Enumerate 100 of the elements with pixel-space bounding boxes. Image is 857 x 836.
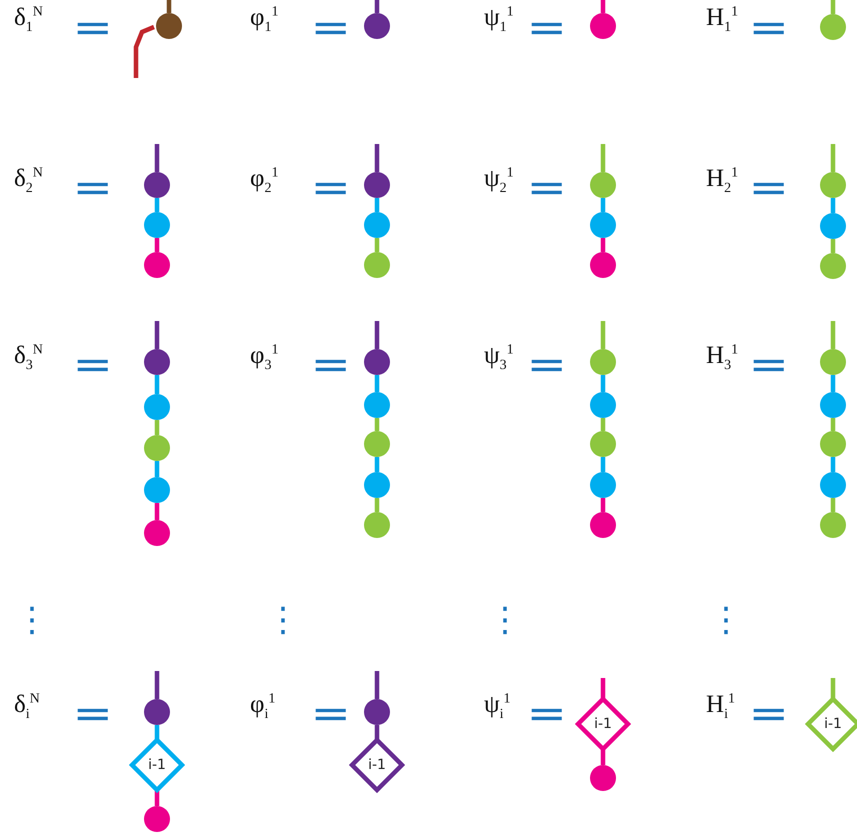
circle-node: [364, 252, 390, 278]
circle-node: [364, 172, 390, 198]
connector-line: [374, 238, 380, 252]
diamond-node: i-1: [575, 696, 631, 752]
connector-line: [374, 0, 380, 13]
connector-line: [600, 750, 606, 765]
circle-node: [590, 472, 616, 498]
circle-node: [364, 349, 390, 375]
circle-node: [820, 172, 846, 198]
circle-node: [364, 431, 390, 457]
connector-line: [600, 678, 606, 698]
equals-sign: =: [748, 8, 789, 48]
connector-line: [154, 321, 160, 349]
equals-sign: =: [72, 694, 113, 734]
connector-line: [830, 144, 836, 172]
equals-sign: =: [72, 168, 113, 208]
equals-sign: =: [310, 8, 351, 48]
circle-node: [144, 699, 170, 725]
connector-line: [830, 198, 836, 213]
circle-node: [820, 14, 846, 40]
connector-line: [154, 144, 160, 172]
circle-node: [590, 172, 616, 198]
circle-node: [820, 392, 846, 418]
circle-node: [364, 699, 390, 725]
circle-node: [590, 392, 616, 418]
connector-line: [154, 238, 160, 252]
connector-line: [600, 144, 606, 172]
connector-line: [600, 321, 606, 349]
circle-node: [144, 520, 170, 546]
circle-node: [820, 512, 846, 538]
equals-sign: =: [748, 168, 789, 208]
circle-node: [144, 477, 170, 503]
vertical-ellipsis: ⋮: [266, 600, 300, 640]
vertical-ellipsis: ⋮: [488, 600, 522, 640]
circle-node: [364, 212, 390, 238]
diamond-node: i-1: [805, 696, 857, 752]
connector-line: [830, 239, 836, 253]
equals-sign: =: [526, 694, 567, 734]
connector-line: [154, 791, 160, 806]
connector-line: [374, 457, 380, 472]
connector-line: [830, 321, 836, 349]
connector-line: [374, 144, 380, 172]
connector-line: [830, 375, 836, 392]
connector-line: [166, 0, 172, 13]
connector-line: [830, 418, 836, 431]
connector-line: [830, 498, 836, 512]
circle-node: [364, 392, 390, 418]
equals-sign: =: [526, 168, 567, 208]
equals-sign: =: [310, 694, 351, 734]
connector-line: [154, 198, 160, 212]
connector-line: [134, 24, 155, 78]
equals-sign: =: [748, 694, 789, 734]
circle-node: [820, 349, 846, 375]
circle-node: [144, 172, 170, 198]
equals-sign: =: [526, 8, 567, 48]
circle-node: [820, 253, 846, 279]
connector-line: [374, 498, 380, 512]
connector-line: [374, 671, 380, 699]
circle-node: [590, 765, 616, 791]
connector-line: [374, 725, 380, 739]
circle-node: [144, 806, 170, 832]
circle-node: [364, 13, 390, 39]
connector-line: [600, 238, 606, 252]
circle-node: [590, 431, 616, 457]
connector-line: [600, 498, 606, 512]
circle-node: [144, 394, 170, 420]
circle-node: [156, 13, 182, 39]
connector-line: [154, 725, 160, 739]
circle-node: [144, 435, 170, 461]
connector-line: [154, 671, 160, 699]
connector-line: [600, 375, 606, 392]
circle-node: [590, 512, 616, 538]
circle-node: [590, 13, 616, 39]
connector-line: [154, 461, 160, 477]
circle-node: [590, 349, 616, 375]
connector-line: [374, 198, 380, 212]
connector-line: [374, 321, 380, 349]
circle-node: [144, 212, 170, 238]
connector-line: [154, 503, 160, 520]
circle-node: [590, 252, 616, 278]
equals-sign: =: [72, 345, 113, 385]
connector-line: [600, 418, 606, 431]
circle-node: [364, 512, 390, 538]
connector-line: [154, 420, 160, 435]
connector-line: [374, 418, 380, 431]
equals-sign: =: [526, 345, 567, 385]
diamond-node: i-1: [349, 737, 405, 793]
connector-line: [830, 678, 836, 698]
circle-node: [820, 213, 846, 239]
vertical-ellipsis: ⋮: [15, 600, 49, 640]
equals-sign: =: [72, 8, 113, 48]
circle-node: [590, 212, 616, 238]
circle-node: [820, 431, 846, 457]
circle-node: [144, 252, 170, 278]
circle-node: [820, 472, 846, 498]
circle-node: [144, 349, 170, 375]
connector-line: [830, 0, 836, 14]
equals-sign: =: [310, 345, 351, 385]
connector-line: [600, 0, 606, 13]
connector-line: [154, 375, 160, 394]
